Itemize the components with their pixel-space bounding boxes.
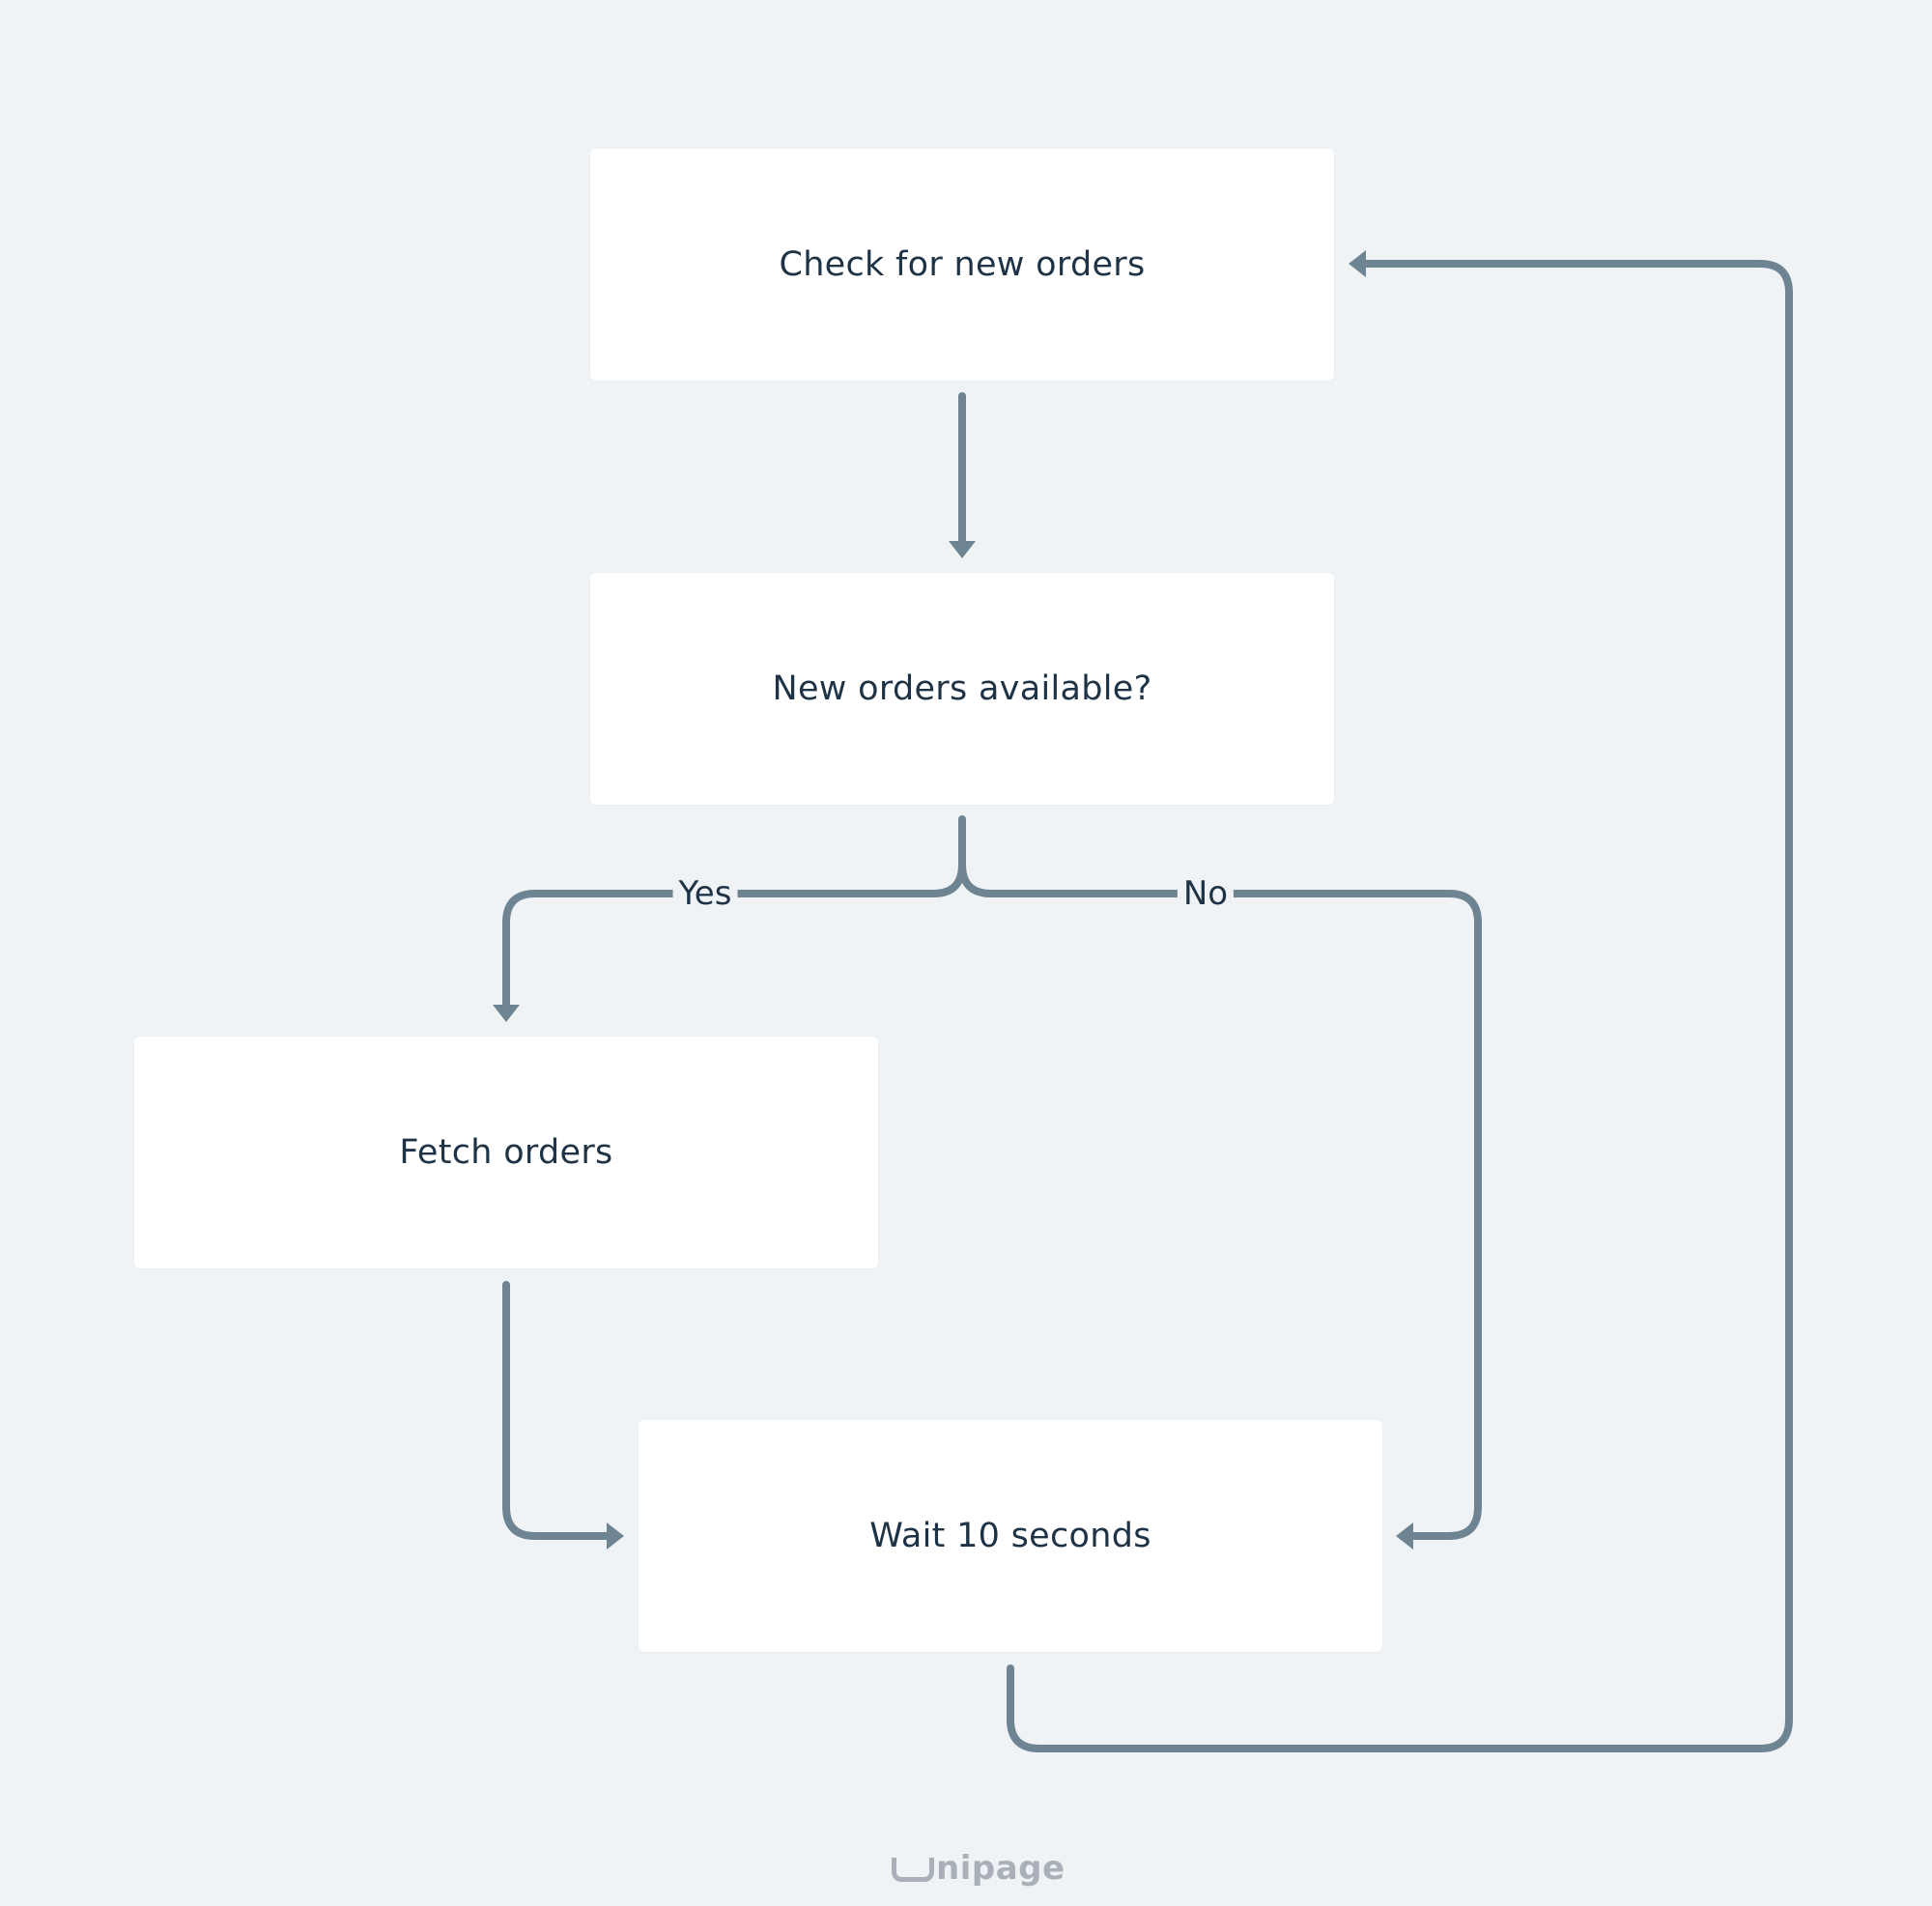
node-label: Fetch orders: [399, 1133, 613, 1172]
unipage-logo: nipage: [892, 1845, 1065, 1888]
edge-label-yes: Yes: [672, 874, 738, 913]
arrowhead-down-icon: [949, 541, 976, 558]
u-logo-icon: [892, 1858, 934, 1882]
node-new-orders-available: New orders available?: [590, 573, 1334, 805]
edge-label-no: No: [1177, 874, 1235, 913]
arrowhead-right-icon: [607, 1522, 624, 1550]
node-wait-10-seconds: Wait 10 seconds: [639, 1420, 1382, 1652]
node-label: Wait 10 seconds: [869, 1517, 1151, 1555]
node-label: Check for new orders: [779, 245, 1146, 284]
edge-fetch-to-wait: [502, 1281, 612, 1540]
arrowhead-left-icon: [1396, 1522, 1413, 1550]
node-check-for-new-orders: Check for new orders: [590, 149, 1334, 381]
logo-text: nipage: [936, 1849, 1065, 1888]
arrowhead-down-icon: [493, 1005, 520, 1022]
arrowhead-left-icon: [1349, 250, 1366, 277]
edge-wait-to-check: [1007, 260, 1793, 1752]
edge-available-to-fetch: [502, 815, 966, 1010]
node-label: New orders available?: [772, 669, 1152, 708]
node-fetch-orders: Fetch orders: [134, 1037, 878, 1268]
edge-available-to-wait: [958, 861, 1482, 1540]
